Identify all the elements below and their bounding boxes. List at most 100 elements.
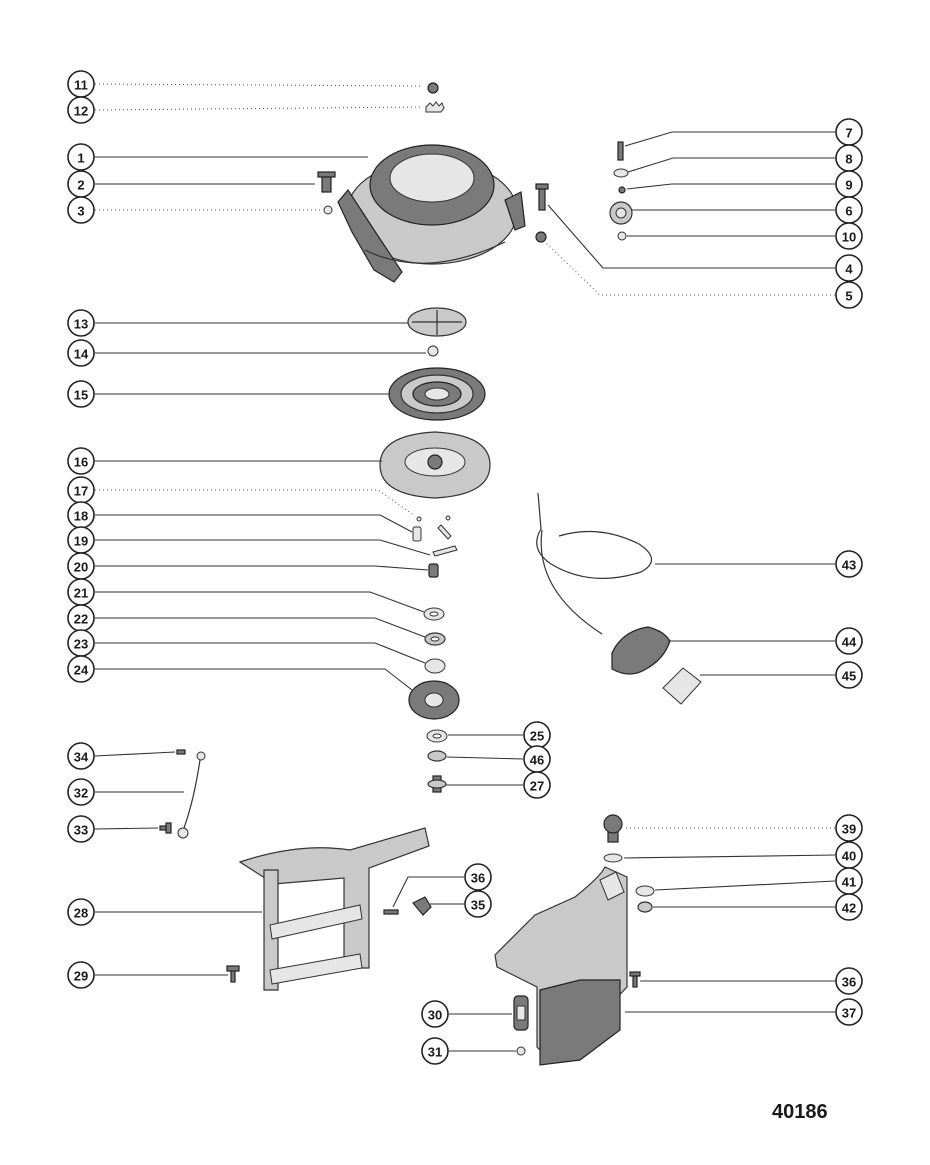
callout-bubble bbox=[67, 96, 95, 124]
callout-number: 12 bbox=[74, 104, 88, 119]
callout-bubble bbox=[835, 281, 863, 309]
callout-bubble bbox=[67, 815, 95, 843]
callout-45: 45 bbox=[835, 661, 863, 689]
leader-line-46 bbox=[446, 756, 524, 760]
callout-number: 24 bbox=[74, 663, 89, 678]
leader-line-4 bbox=[547, 204, 835, 269]
callout-number: 21 bbox=[74, 586, 88, 601]
callout-number: 30 bbox=[428, 1008, 442, 1023]
leader-line-34 bbox=[94, 751, 176, 757]
callout-27: 27 bbox=[523, 771, 551, 799]
callout-bubble bbox=[67, 380, 95, 408]
callout-8: 8 bbox=[835, 144, 863, 172]
callout-number: 14 bbox=[74, 347, 89, 362]
callout-bubble bbox=[835, 222, 863, 250]
callout-32: 32 bbox=[67, 778, 95, 806]
callout-bubble bbox=[835, 661, 863, 689]
callout-37: 37 bbox=[835, 998, 863, 1026]
part-17-pins bbox=[416, 515, 451, 522]
callout-36: 36 bbox=[835, 967, 863, 995]
part-27-bolt bbox=[427, 775, 447, 793]
part-1-starter-housing bbox=[337, 144, 526, 283]
callout-bubble bbox=[835, 254, 863, 282]
part-4-screw bbox=[535, 183, 549, 211]
part-24-retainer bbox=[408, 680, 460, 720]
callout-bubble bbox=[67, 898, 95, 926]
callout-9: 9 bbox=[835, 170, 863, 198]
part-36-screw-top bbox=[383, 909, 399, 915]
part-34-screw bbox=[176, 749, 206, 761]
callout-number: 15 bbox=[74, 388, 88, 403]
leader-line-18 bbox=[95, 514, 413, 533]
part-21-washer bbox=[423, 607, 445, 621]
part-39-bolt bbox=[603, 814, 623, 843]
callout-bubble bbox=[464, 863, 492, 891]
callout-number: 5 bbox=[845, 289, 852, 304]
leader-line-33 bbox=[94, 827, 159, 830]
callout-44: 44 bbox=[835, 627, 863, 655]
callout-number: 27 bbox=[530, 779, 544, 794]
callout-number: 18 bbox=[74, 509, 88, 524]
callout-number: 28 bbox=[74, 906, 88, 921]
part-43-rope bbox=[536, 492, 653, 635]
leader-line-17 bbox=[95, 489, 416, 517]
callout-number: 23 bbox=[74, 637, 88, 652]
part-46-washer bbox=[427, 750, 447, 762]
callout-number: 45 bbox=[842, 669, 856, 684]
callout-number: 11 bbox=[74, 78, 88, 93]
callout-22: 22 bbox=[67, 604, 95, 632]
callout-bubble bbox=[464, 890, 492, 918]
callout-number: 43 bbox=[842, 558, 856, 573]
callout-24: 24 bbox=[67, 655, 95, 683]
callout-25: 25 bbox=[523, 721, 551, 749]
callout-number: 31 bbox=[428, 1045, 442, 1060]
callout-number: 36 bbox=[842, 975, 856, 990]
callout-43: 43 bbox=[835, 550, 863, 578]
callout-2: 2 bbox=[67, 170, 95, 198]
part-16-rope-pulley bbox=[379, 431, 491, 499]
part-6-bushing bbox=[609, 201, 633, 225]
part-28-bracket bbox=[238, 827, 430, 991]
callout-number: 1 bbox=[77, 151, 84, 166]
callout-number: 4 bbox=[845, 262, 853, 277]
callout-bubble bbox=[835, 967, 863, 995]
part-15-rewind-spring bbox=[388, 367, 486, 421]
callout-number: 34 bbox=[74, 750, 89, 765]
part-41-washer bbox=[635, 885, 655, 897]
callout-bubble bbox=[421, 1037, 449, 1065]
callout-number: 17 bbox=[74, 484, 88, 499]
callout-18: 18 bbox=[67, 501, 95, 529]
leader-line-40 bbox=[623, 854, 836, 859]
callout-bubble bbox=[523, 771, 551, 799]
callout-bubble bbox=[835, 893, 863, 921]
callout-bubble bbox=[67, 447, 95, 475]
callout-bubble bbox=[67, 742, 95, 770]
part-5-nut bbox=[535, 231, 547, 243]
callout-number: 8 bbox=[845, 152, 852, 167]
callout-15: 15 bbox=[67, 380, 95, 408]
part-30-grommet bbox=[513, 995, 529, 1031]
callout-number: 37 bbox=[842, 1006, 856, 1021]
part-22-washer bbox=[424, 632, 446, 646]
callout-12: 12 bbox=[67, 96, 95, 124]
part-37-support-housing bbox=[494, 866, 628, 1066]
callout-36: 36 bbox=[464, 863, 492, 891]
callout-bubble bbox=[67, 196, 95, 224]
leader-lines bbox=[94, 83, 836, 1052]
callout-number: 2 bbox=[77, 178, 84, 193]
part-45-insert bbox=[662, 667, 702, 705]
part-18-pawls bbox=[412, 524, 452, 542]
part-14-bushing bbox=[427, 345, 439, 357]
part-7-pin bbox=[617, 141, 624, 161]
callout-21: 21 bbox=[67, 578, 95, 606]
callout-35: 35 bbox=[464, 890, 492, 918]
callout-7: 7 bbox=[835, 118, 863, 146]
callout-number: 40 bbox=[842, 849, 856, 864]
callout-number: 42 bbox=[842, 901, 856, 916]
part-20-bushing bbox=[428, 563, 439, 578]
leader-line-20 bbox=[95, 565, 429, 571]
callout-6: 6 bbox=[835, 196, 863, 224]
callout-number: 19 bbox=[74, 534, 88, 549]
callout-number: 44 bbox=[842, 635, 857, 650]
